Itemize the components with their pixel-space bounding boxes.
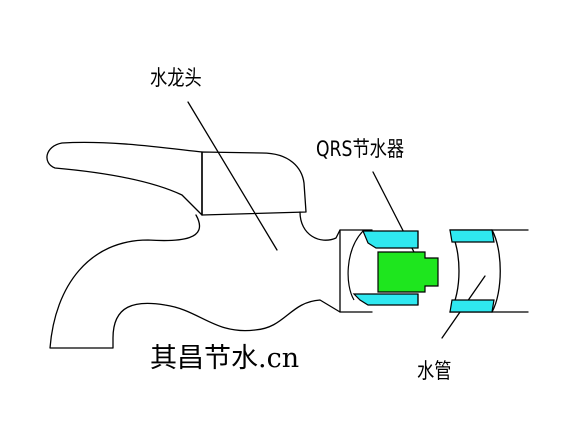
pipe-band-bottom xyxy=(449,299,495,313)
faucet-handle xyxy=(46,141,203,216)
faucet-leader-line xyxy=(187,101,278,251)
pipe-bands xyxy=(449,229,495,313)
faucet-label: 水龙头 xyxy=(150,66,202,90)
saver-ring-bottom xyxy=(352,293,419,306)
pipe-band-top xyxy=(449,229,495,243)
faucet-bonnet xyxy=(201,151,307,216)
saver-core xyxy=(377,251,439,293)
faucet-body xyxy=(49,214,373,349)
water-saver-fitting xyxy=(347,230,439,306)
water-saver-label: QRS节水器 xyxy=(316,137,405,161)
saver-ring-top xyxy=(362,230,419,249)
watermark-text: 其昌节水.cn xyxy=(150,343,300,374)
water-pipe-label: 水管 xyxy=(417,359,452,383)
